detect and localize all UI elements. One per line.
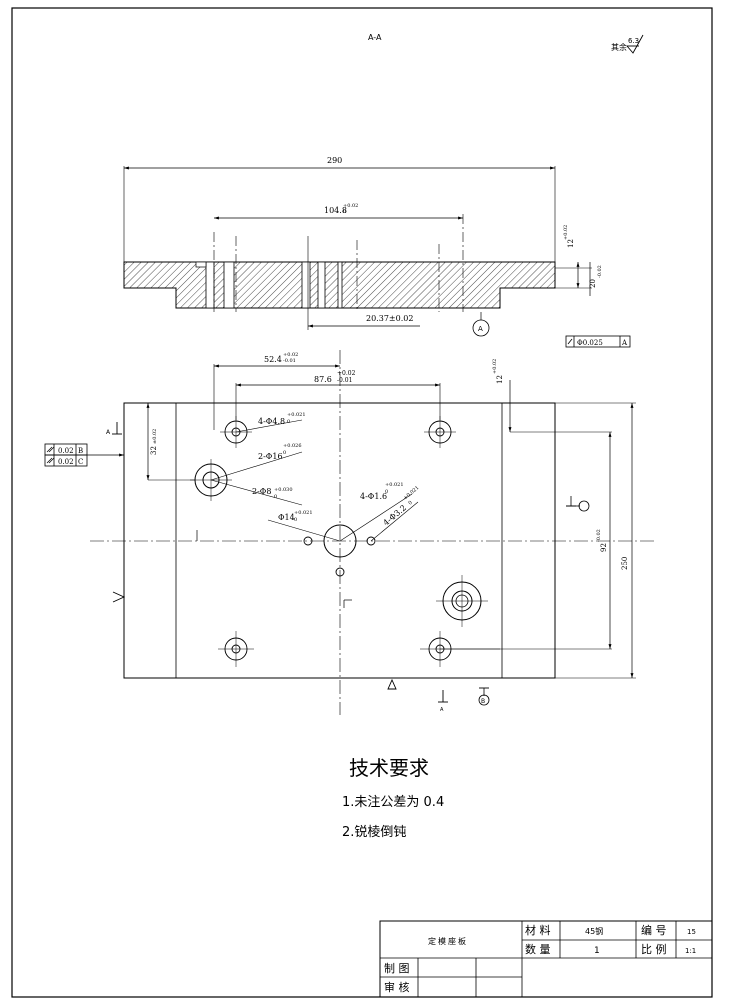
dim-20-37: 20.37±0.02	[366, 314, 413, 323]
roughness-symbol: 其余 6.3	[611, 34, 644, 54]
qty-value: 1	[594, 946, 600, 956]
hole-callout-2-8-tol2: 0	[274, 494, 277, 500]
hole-small-center-right	[366, 536, 376, 546]
hole-callout-14: Φ14	[278, 513, 295, 522]
hole-top-right	[424, 416, 456, 448]
datum-b-label: B	[481, 698, 485, 705]
dim-20-side-tol: -0.02	[597, 265, 603, 278]
material-value: 45钢	[585, 926, 603, 936]
tech-note-2: 2.锐棱倒钝	[342, 824, 406, 840]
dim-92-tol: -0.02	[596, 529, 602, 542]
hole-center	[323, 524, 357, 558]
tech-note-1: 1.未注公差为 0.4	[342, 795, 444, 810]
dim-20-side: 20	[589, 279, 597, 288]
title-block: 定模座板 材 料 45钢 数 量 1 编 号 15 比 例 1:1 制 图 审 …	[379, 920, 713, 998]
parallel-b-value: 0.02	[58, 447, 74, 455]
hole-small-center-left	[303, 536, 313, 546]
hole-callout-2-8-tol: +0.030	[274, 487, 293, 493]
hole-callout-4-3-2: 4-Φ3.2	[382, 503, 409, 527]
tech-title: 技术要求	[349, 756, 429, 780]
datum-b-right	[566, 496, 590, 512]
dim-32-tol: ±0.02	[152, 429, 158, 444]
hole-callout-2-8: 2-Φ8	[252, 487, 271, 496]
parallel-c-datum: C	[78, 458, 83, 466]
dim-104-tol2: 0	[343, 209, 346, 215]
dim-overall-length: 290	[327, 156, 342, 165]
hole-callout-4-3-2-tol2: 0	[407, 500, 413, 507]
roughness-value: 6.3	[628, 37, 639, 45]
hole-callout-4-1-6-tol: +0.021	[385, 482, 404, 488]
hole-callout-4-1-6-tol2: 0	[385, 489, 388, 495]
hole-callout-2-16: 2-Φ16	[258, 452, 283, 461]
section-view: 290 104.8 +0.02 0 20.37±0.02 12 +0.02 20…	[123, 156, 631, 348]
hole-callout-14-tol2: 0	[294, 517, 297, 523]
roughness-mark-bottom	[387, 678, 397, 690]
hole-large-right	[436, 575, 488, 627]
dim-250: 250	[621, 557, 629, 570]
dim-32: 32	[150, 446, 158, 455]
dim-52-4-tol2: -0.01	[283, 358, 296, 364]
no-label: 编 号	[641, 923, 667, 937]
hole-callout-4-4-8-tol: +0.021	[287, 412, 306, 418]
dim-12-side: 12	[567, 239, 575, 248]
hole-callout-4-1-6: 4-Φ1.6	[360, 492, 387, 501]
section-mark-a2: A	[440, 707, 444, 713]
hole-small-center-bottom	[335, 567, 345, 577]
drawn-label: 制 图	[384, 962, 410, 975]
parallel-c-value: 0.02	[58, 458, 74, 466]
drawing-frame	[11, 7, 713, 998]
flatness-value: Φ0.025	[577, 339, 603, 347]
dim-87-6-tol2: -0.01	[337, 377, 352, 384]
dim-52-4-tol: +0.02	[283, 352, 298, 358]
material-label: 材 料	[525, 923, 551, 937]
check-label: 审 核	[384, 980, 410, 994]
roughness-prefix: 其余	[611, 42, 627, 52]
part-name: 定模座板	[428, 936, 468, 946]
hole-callout-14-tol: +0.021	[294, 510, 313, 516]
roughness-mark-left	[112, 591, 126, 603]
section-mark-bottom: A	[438, 690, 448, 713]
parallel-b-datum: B	[78, 447, 83, 455]
plan-outline	[123, 402, 556, 679]
scale-label: 比 例	[641, 942, 667, 956]
no-value: 15	[687, 928, 696, 936]
dim-92: 92	[600, 543, 608, 552]
section-mark-a1: A	[106, 429, 111, 436]
datum-a-label: A	[478, 325, 483, 333]
datum-b-bottom: B	[478, 687, 490, 706]
dim-87-6-tol: +0.02	[337, 370, 356, 377]
hole-bottom-left	[218, 631, 254, 667]
hole-callout-2-16-tol2: 0	[283, 450, 286, 456]
flatness-datum: A	[621, 339, 628, 347]
hole-callout-4-4-8: 4-Φ4.8	[258, 417, 285, 426]
scale-value: 1:1	[685, 947, 696, 955]
dim-104: 104.8	[324, 206, 347, 215]
dim-12-plan: 12	[496, 375, 504, 384]
dim-12-plan-tol: +0.02	[492, 359, 498, 374]
dim-87-6: 87.6	[314, 375, 332, 384]
hole-callout-2-16-tol: +0.026	[283, 443, 302, 449]
section-label: A-A	[368, 33, 382, 42]
qty-label: 数 量	[525, 943, 551, 956]
dim-52-4: 52.4	[264, 355, 282, 364]
flatness-frame: Φ0.025 A	[565, 335, 631, 348]
hole-callout-4-4-8-tol2: 0	[287, 419, 290, 425]
dim-104-tol: +0.02	[343, 203, 358, 209]
parallel-frames: 0.02 B 0.02 C	[44, 443, 124, 467]
plan-view: 52.4 +0.02 -0.01 87.6 +0.02 -0.01 32 ±0.…	[44, 350, 655, 715]
dim-12-side-tol: +0.02	[563, 225, 569, 240]
hole-callout-4-3-2-tol: +0.021	[402, 485, 420, 501]
section-mark-top-left: A	[106, 422, 122, 436]
